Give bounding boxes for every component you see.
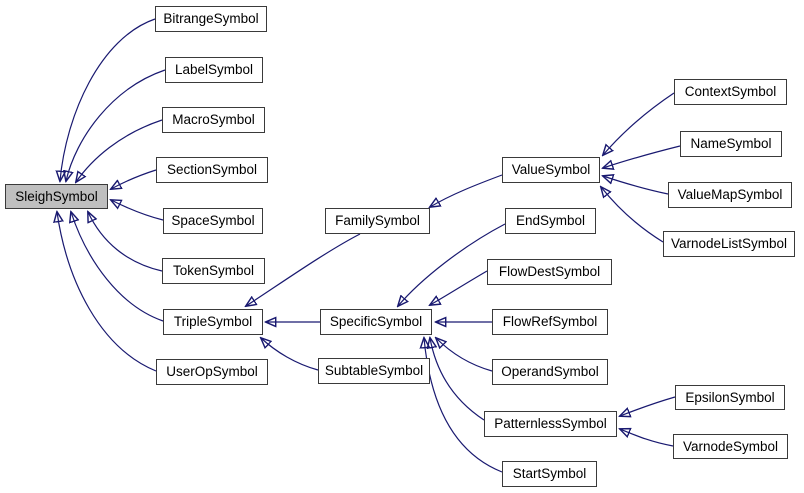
node-sectionsymbol[interactable]: SectionSymbol [156,157,268,183]
node-triplesymbol[interactable]: TripleSymbol [163,309,263,335]
edge-valuemapsymbol-valuesymbol [603,176,669,195]
node-flowdestsymbol[interactable]: FlowDestSymbol [487,259,612,285]
node-useropsymbol[interactable]: UserOpSymbol [156,359,268,385]
edge-flowdestsymbol-specificsymbol [430,270,488,305]
node-macrosymbol[interactable]: MacroSymbol [162,107,265,133]
edge-tokensymbol-sleighsymbol [88,212,163,272]
edge-sectionsymbol-sleighsymbol [111,169,157,189]
node-varnodelistsymbol[interactable]: VarnodeListSymbol [663,231,795,257]
edge-endsymbol-specificsymbol [398,223,506,306]
node-familysymbol[interactable]: FamilySymbol [325,208,430,234]
edge-namesymbol-valuesymbol [603,145,681,168]
node-namesymbol[interactable]: NameSymbol [680,131,782,157]
edge-useropsymbol-sleighsymbol [57,212,157,372]
edge-epsilonsymbol-patternlesssymbol [620,396,676,416]
node-specificsymbol[interactable]: SpecificSymbol [320,309,432,335]
edge-contextsymbol-valuesymbol [603,92,675,155]
node-epsilonsymbol[interactable]: EpsilonSymbol [675,385,785,410]
edge-bitrangesymbol-sleighsymbol [60,18,156,181]
node-contextsymbol[interactable]: ContextSymbol [674,79,787,105]
edge-subtablesymbol-triplesymbol [261,338,319,371]
node-flowrefsymbol[interactable]: FlowRefSymbol [492,309,608,335]
edge-patternlesssymbol-specificsymbol [430,338,485,421]
node-spacesymbol[interactable]: SpaceSymbol [163,208,263,234]
edge-triplesymbol-sleighsymbol [71,212,164,322]
edge-macrosymbol-sleighsymbol [76,119,163,182]
node-subtablesymbol[interactable]: SubtableSymbol [318,358,430,384]
node-sleighsymbol[interactable]: SleighSymbol [5,184,108,209]
node-valuemapsymbol[interactable]: ValueMapSymbol [668,182,792,208]
node-valuesymbol[interactable]: ValueSymbol [502,157,600,183]
node-tokensymbol[interactable]: TokenSymbol [162,258,265,284]
edge-valuesymbol-familysymbol [430,174,503,207]
node-patternlesssymbol[interactable]: PatternlessSymbol [484,411,617,437]
node-bitrangesymbol[interactable]: BitrangeSymbol [155,6,267,32]
node-operandsymbol[interactable]: OperandSymbol [492,359,608,385]
edge-startsymbol-specificsymbol [424,338,503,473]
node-labelsymbol[interactable]: LabelSymbol [165,57,263,83]
edge-varnodesymbol-patternlesssymbol [620,429,674,447]
node-startsymbol[interactable]: StartSymbol [502,461,597,487]
node-varnodesymbol[interactable]: VarnodeSymbol [673,434,788,459]
edge-spacesymbol-sleighsymbol [111,200,164,221]
edge-operandsymbol-specificsymbol [436,338,493,372]
edge-labelsymbol-sleighsymbol [66,69,166,181]
edge-varnodelistsymbol-valuesymbol [601,187,664,243]
node-endsymbol[interactable]: EndSymbol [505,208,596,234]
edge-familysymbol-triplesymbol [246,233,361,306]
